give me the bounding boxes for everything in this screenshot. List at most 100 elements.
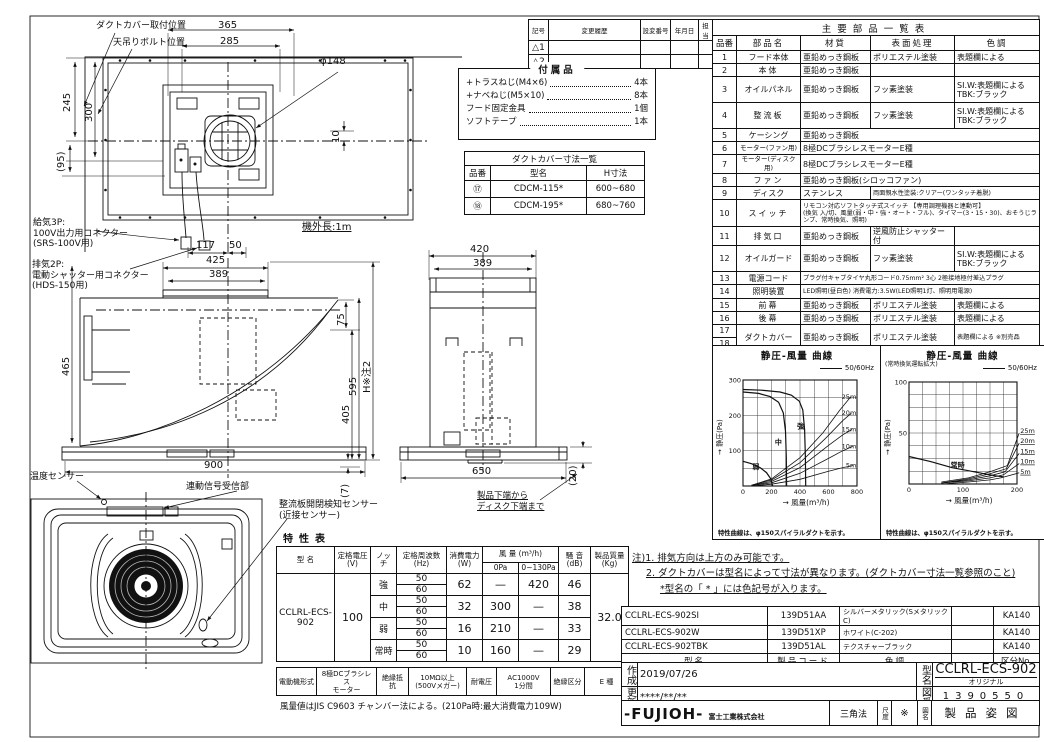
accessories-title: 付属品 (530, 62, 584, 76)
scale-value: ※ (891, 700, 918, 726)
duct-table-row: ⑰ CDCM-115* 600~680 (464, 180, 646, 198)
spec-flow0: 160 (482, 639, 519, 662)
svg-text:200: 200 (729, 412, 741, 420)
part-surface: フッ素塗装 (870, 102, 955, 129)
part-no: 6 (712, 141, 737, 155)
motor-type-label: 電動機形式 (276, 667, 317, 696)
note-1: 注)1. 排気方向は上方のみ可能です。 (632, 553, 790, 564)
spec-noise: 29 (558, 639, 591, 662)
spec-hz: 60 (396, 584, 447, 596)
spec-hz: 60 (396, 606, 447, 618)
variant-code: 139D51AL (767, 639, 840, 654)
label-cord-length: 機外長:1m (302, 222, 352, 233)
parts-col-no: 品番 (712, 35, 737, 51)
svg-text:0: 0 (741, 488, 745, 496)
part-surface: フッ素塗装 (870, 76, 955, 103)
svg-text:10m: 10m (1020, 458, 1035, 466)
side-view-drawing (399, 250, 592, 501)
accessory-name: ソフトテープ (466, 117, 517, 127)
spec-noise: 46 (558, 573, 591, 596)
part-color: SI.W:表題欄による TBK:ブラック (954, 245, 1040, 272)
svg-text:→ 静圧(Pa): → 静圧(Pa) (883, 419, 892, 455)
spec-flow130: — (518, 639, 559, 662)
svg-text:25m: 25m (1020, 427, 1035, 435)
dim-h-note2: H※注2 (362, 360, 373, 393)
motor-spec-table: 電動機形式 8極DCブラシレス モーター 絶縁抵抗 10MΩ以上 (500Vメガ… (276, 667, 629, 696)
part-material: 亜鉛めっき鋼板 (800, 226, 871, 246)
parts-col-material: 材質 (800, 35, 871, 51)
leader-dots (519, 125, 632, 126)
part-surface (870, 63, 955, 77)
accessories-box: 付属品 +トラスねじ(M4×6)4本 +ナベねじ(M5×10)8本 フード固定金… (458, 62, 656, 140)
part-no: 10 (712, 199, 737, 227)
part-name: 電源コード (736, 271, 801, 285)
label-disc-bottom-note: 製品下端から ディスク下端まで (477, 491, 545, 512)
leader-dots (547, 99, 632, 100)
svg-text:100: 100 (957, 486, 969, 494)
variant-blank (951, 606, 994, 626)
dim-405: 405 (341, 404, 352, 424)
legend-line-icon (982, 367, 1005, 369)
part-name: フード本体 (736, 50, 801, 64)
spec-table: 型 名 定格電圧 (V) ノッチ 定格周波数 (Hz) 消費電力 (W) 風 量… (276, 546, 629, 662)
company-cell: -FUJIOH- 富士工業株式会社 (621, 700, 830, 726)
variant-row: CCLRL-ECS-902W 139D51XP ホワイト(C-202) KA14… (621, 625, 1040, 640)
svg-text:強: 強 (797, 421, 804, 430)
label-duct-cover-position: ダクトカバー取付位置 (96, 21, 187, 31)
spec-power: 10 (446, 639, 483, 662)
dim-7: (7) (340, 483, 351, 498)
variant-row: CCLRL-ECS-902SI 139D51AA シルバーメタリック(Sメタリッ… (621, 606, 1040, 626)
spec-flow130: 420 (518, 573, 559, 596)
accessory-qty: 8本 (634, 91, 648, 101)
part-no-18: 18 (719, 339, 730, 348)
part-material: LED照明(昼白色) 消費電力:3.5W(LED照明1灯、照明用電源) (800, 284, 1040, 299)
svg-text:100: 100 (895, 379, 907, 387)
svg-text:25m: 25m (842, 393, 857, 401)
svg-text:200: 200 (1011, 486, 1023, 494)
withstand-label: 耐電圧 (466, 667, 497, 696)
rev-col-person: 担当 (698, 19, 713, 41)
part-no-17: 17 (713, 326, 736, 338)
part-name: モーター(ファン用) (736, 141, 801, 155)
leader-dots (528, 112, 632, 113)
chart-legend: 50/60Hz (982, 364, 1037, 372)
rev-col-number: 設変番号 (640, 19, 671, 41)
part-name: ファン (736, 173, 801, 187)
dim-offset-95: (95) (56, 151, 67, 172)
dim-389-front: 389 (209, 269, 229, 280)
part-no: 3 (712, 76, 737, 103)
variant-color: ホワイト(C-202) (839, 625, 952, 640)
part-no: 1 (712, 50, 737, 64)
spec-notch: 常時 (370, 639, 397, 662)
dim-75: 75 (336, 313, 347, 326)
duct-col-model: 型名 (490, 165, 587, 181)
part-no: 15 (712, 298, 737, 312)
chart-note: 特性曲線は、φ150スパイラルダクトを示す。 (886, 530, 1017, 537)
part-name: 後幕 (736, 311, 801, 325)
duct-col-h: H寸法 (585, 165, 646, 181)
variant-blank (951, 639, 994, 654)
spec-flow0: — (482, 573, 519, 596)
part-material: 亜鉛めっき鋼板 (800, 298, 871, 312)
fujioh-logo: -FUJIOH- (624, 704, 704, 723)
spec-col-notch: ノッチ (370, 546, 397, 574)
part-material: 8極DCブラシレスモーターE種 (800, 154, 1040, 174)
dim-900: 900 (204, 460, 224, 471)
part-material: 亜鉛めっき鋼板 (800, 311, 871, 325)
spec-row: CCLRL-ECS-902 100 強 50 62 — 420 46 32.0 (276, 573, 629, 662)
model-label: 型名 (916, 662, 933, 687)
part-name: 前幕 (736, 298, 801, 312)
legend-label: 50/60Hz (844, 364, 874, 372)
